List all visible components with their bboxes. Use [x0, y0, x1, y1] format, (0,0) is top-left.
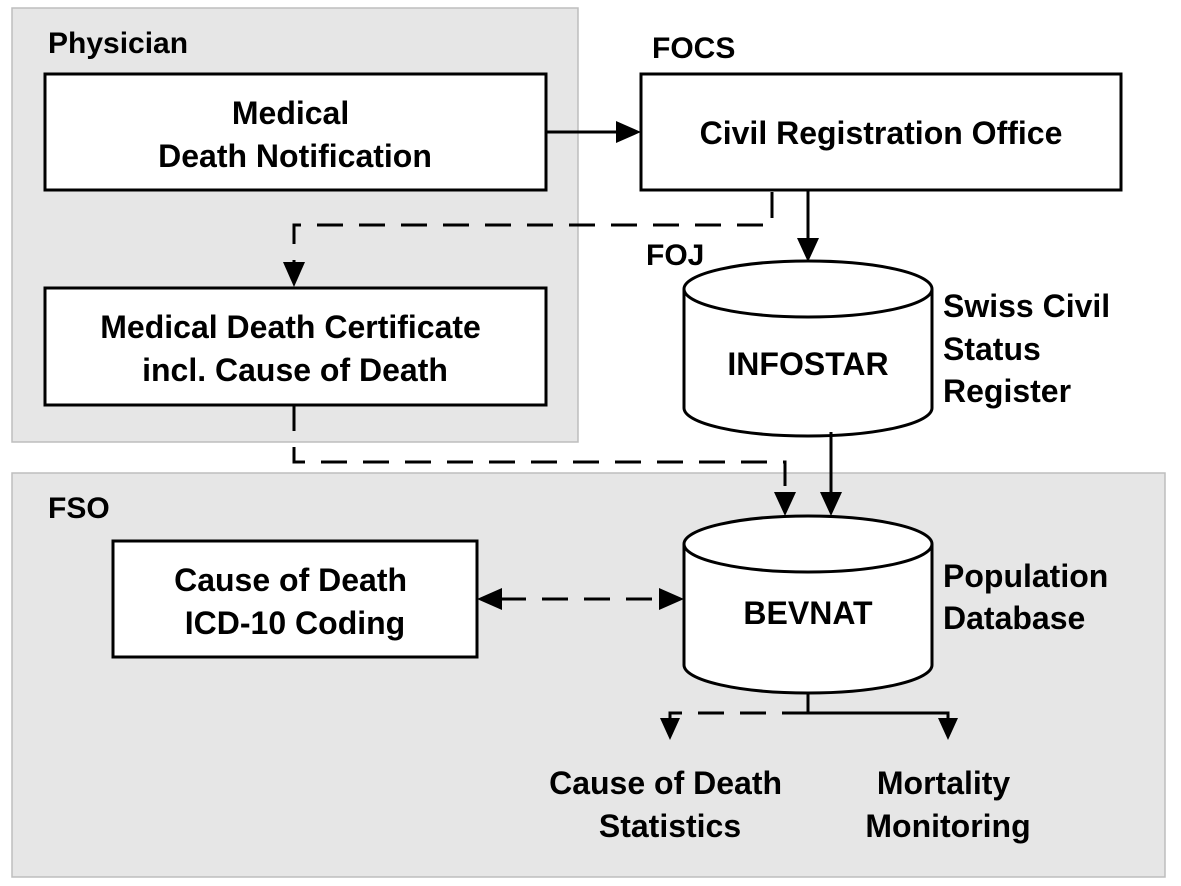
medical-death-certificate-text: Medical Death Certificate incl. Cause of… — [100, 309, 489, 388]
icd10-coding-box — [111, 539, 479, 659]
medical-death-notification-box — [43, 72, 548, 192]
medical-death-certificate-box — [43, 286, 548, 407]
swiss-civil-status-register-label: Swiss Civil Status Register — [943, 288, 1119, 409]
population-database-label: Population Database — [943, 558, 1117, 636]
infostar-to-bevnat-arrow — [820, 432, 842, 516]
physician-region-label: Physician — [48, 27, 188, 60]
foj-label: FOJ — [646, 239, 704, 272]
mortality-monitoring-label: Mortality Monitoring — [865, 765, 1030, 844]
infostar-text: INFOSTAR — [727, 346, 888, 382]
bevnat-to-outputs-connector — [660, 693, 958, 740]
notification-to-registration-arrow — [546, 121, 641, 143]
registration-to-certificate-dashed-arrow — [283, 192, 774, 287]
medical-death-notification-text: Medical Death Notification — [158, 95, 432, 174]
infostar-cylinder-top — [682, 259, 934, 319]
fso-region-label: FSO — [48, 492, 110, 525]
civil-registration-office-text: Civil Registration Office — [700, 115, 1063, 151]
certificate-to-bevnat-dashed-arrow — [292, 405, 796, 516]
bevnat-database: BEVNAT — [682, 514, 934, 695]
icd10-coding-text: Cause of Death ICD-10 Coding — [174, 562, 416, 641]
cause-of-death-statistics-label: Cause of Death Statistics — [549, 765, 791, 844]
bevnat-text: BEVNAT — [743, 595, 873, 631]
civil-registration-office-box — [639, 72, 1123, 192]
infostar-database: INFOSTAR — [682, 259, 934, 438]
focs-label: FOCS — [652, 32, 735, 65]
bevnat-cylinder-top — [682, 514, 934, 574]
registration-to-infostar-arrow — [797, 190, 819, 262]
infostar-cylinder-body — [682, 289, 934, 438]
icd10-bevnat-bidirectional-dashed-arrow — [477, 588, 684, 610]
